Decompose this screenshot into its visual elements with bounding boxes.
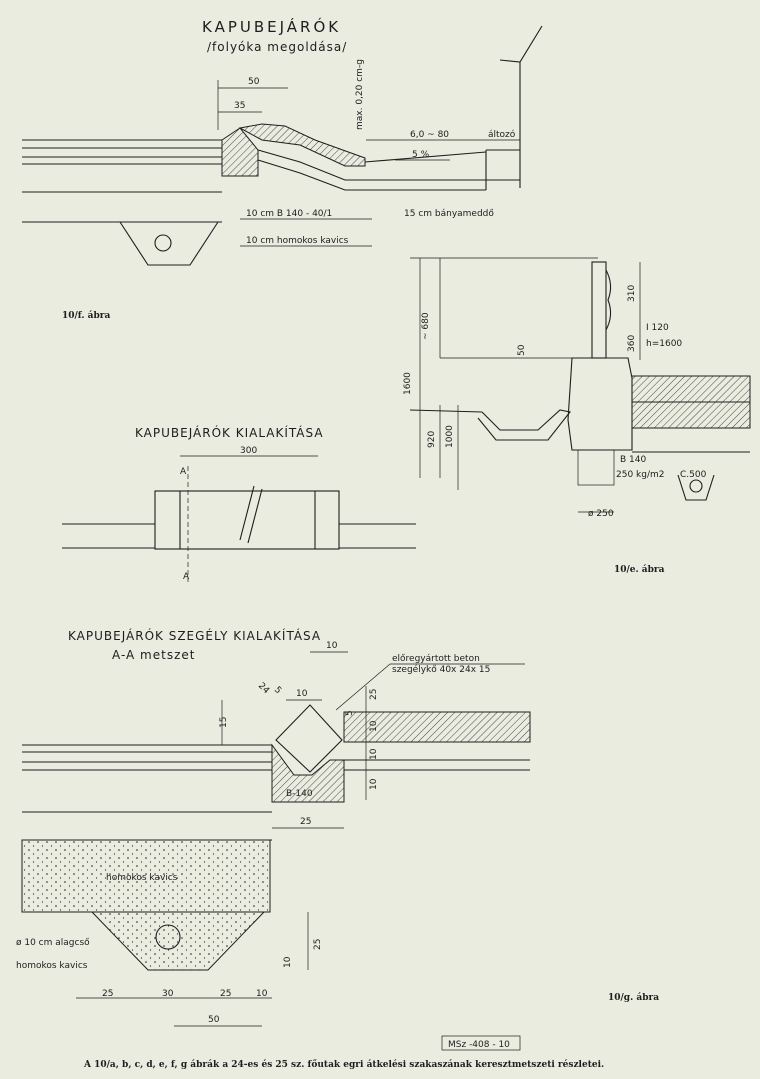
fig-g-d24: 24 [256,681,271,696]
sidewalk-base-slab [631,401,751,429]
fig-plan-cut-a-bottom: A [183,572,190,582]
lamp-pole [591,261,607,359]
pit [677,474,715,501]
curb-base-concrete [271,743,345,803]
fig-g-alagcso: ø 10 cm alagcső [16,938,90,948]
fig-g-kavics1: homokos kavics [106,873,178,883]
fig-f-kavics: 10 cm homokos kavics [246,236,349,246]
driveway-plan [154,490,340,550]
fig-e-c500: C.500 [680,470,707,480]
fig-e-dim-50: 50 [517,344,527,356]
fig-plan-title: KAPUBEJÁRÓK KIALAKÍTÁSA [135,425,324,440]
fig-e-dim-250: ø 250 [588,509,614,519]
fig-plan-cut-a-top: A [180,467,187,477]
fig-g-elore: előregyártott beton [392,654,480,664]
fig-e-dim-360: 360 [627,335,637,352]
fig-f-caption: 10/f. ábra [62,310,110,321]
fig-e-gutter [477,409,571,441]
stamp-box [441,1035,521,1051]
fig-f-banyameddo: 15 cm bányameddő [404,209,494,219]
fig-f-title: KAPUBEJÁRÓK [202,17,341,36]
fig-f-slope: 5 % [412,150,430,160]
fig-g-d10c: 10 [369,720,379,732]
leader-line [335,663,391,711]
fig-g-szegelyko: szegélykő 40x 24x 15 [392,664,490,675]
foundation-footing [577,449,615,486]
gravel-layer-line [257,149,486,181]
drain-pipe [155,924,181,950]
fig-e-dim-310: 310 [627,285,637,302]
fig-f-subtitle: /folyóka megoldása/ [207,40,347,54]
fig-g-b25: 25 [102,989,113,999]
figure-10f: KAPUBEJÁRÓK /folyóka megoldása/ 5 % 50 3… [22,17,543,321]
figure-plan: KAPUBEJÁRÓK KIALAKÍTÁSA 300 A A [62,425,416,582]
fig-e-i120: I 120 [646,323,669,333]
fig-g-caption: 10/g. ábra [608,992,659,1003]
slope-surface-line [364,151,487,163]
sidewalk-slab [343,711,531,743]
fig-g-d25mid: 25 [300,817,311,827]
fig-e-kgm2: 250 kg/m2 [616,470,665,480]
fig-g-d15: 15 [219,717,229,728]
fig-e-caption: 10/e. ábra [614,564,665,575]
fig-g-d25top: 25 [369,689,379,700]
gutter-curb [221,127,259,177]
fig-e-dim-1600: 1600 [403,372,413,395]
gravel-layer [21,839,271,913]
fig-g-d10top: 10 [326,641,338,651]
drain-box [119,221,219,266]
fig-g-d25r: 25 [313,939,323,950]
sidewalk-slab [631,375,751,403]
fig-f-beton: 10 cm B 140 - 40/1 [246,209,332,219]
fig-f-dim-35: 35 [234,101,245,111]
fig-g-kavics2: homokos kavics [16,961,88,971]
fig-g-d10d: 10 [369,748,379,760]
fig-g-title: KAPUBEJÁRÓK SZEGÉLY KIALAKÍTÁSA [68,628,321,643]
fig-e-b140: B 140 [620,455,646,465]
base-layer-line [257,159,486,191]
fig-plan-dim-300: 300 [240,446,257,456]
fig-e-dim-680: ~ 680 [421,312,431,340]
footer: MSz -408 - 10 A 10/a, b, c, d, e, f, g á… [83,1035,604,1070]
fig-f-altozo: áltozó [488,129,516,140]
break-line [239,485,255,541]
fig-e-dim-1000: 1000 [445,425,455,448]
figure-10g: KAPUBEJÁRÓK SZEGÉLY KIALAKÍTÁSA A-A mets… [16,628,659,1027]
drain-pipe [154,234,172,252]
footer-caption: A 10/a, b, c, d, e, f, g ábrák a 24-es é… [83,1059,604,1070]
pit-pipe [689,479,703,493]
figure-10e: ~ 680 1600 920 1000 310 360 I 120 h=1600… [403,257,751,575]
fig-e-h1600: h=1600 [646,339,682,349]
fig-f-dim-50: 50 [248,77,260,87]
fig-f-max: max. 0,20 cm-g [355,59,365,130]
fig-g-b25b: 25 [220,989,231,999]
pole-foundation [567,357,633,451]
fig-g-b50: 50 [208,1015,220,1025]
fig-g-subtitle: A-A metszet [112,648,195,662]
fig-g-b30: 30 [162,989,174,999]
wall-break [499,25,543,63]
pole-break [605,269,612,331]
road-surface [409,409,483,413]
fig-g-d5a: 5 [272,685,283,696]
fig-g-d5b: 5 [345,710,355,716]
curb-stone [275,704,343,773]
fig-g-d10f: 10 [283,956,293,968]
footer-stamp: MSz -408 - 10 [448,1040,510,1050]
break-line [247,488,263,544]
fig-g-b140: B-140 [286,789,313,799]
drain-trench [90,911,266,971]
fig-g-b10: 10 [256,989,268,999]
fig-e-dim-920: 920 [427,431,437,448]
fig-g-d10e: 10 [369,778,379,790]
fig-f-dim-6080: 6,0 ~ 80 [410,130,449,140]
fig-g-d10b: 10 [296,689,308,699]
